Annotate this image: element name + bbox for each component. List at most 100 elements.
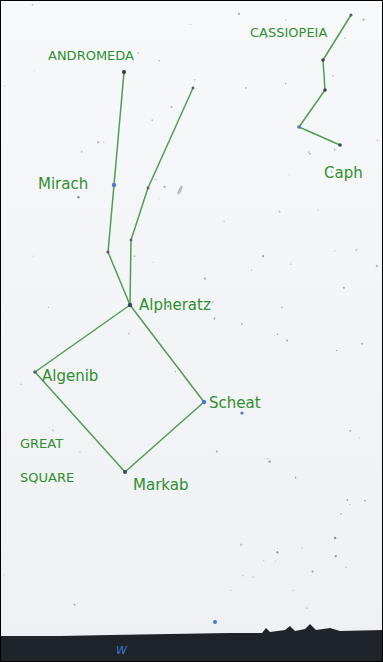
faint-star [52,429,54,431]
faint-star [33,256,34,257]
faint-star [171,106,173,108]
faint-star [238,13,240,15]
faint-star [276,551,278,553]
faint-star [285,19,286,20]
faint-star [211,301,213,303]
faint-star [301,548,302,549]
faint-star [164,186,166,188]
star [321,58,325,62]
constellation-lines [35,15,351,472]
star [297,125,301,129]
faint-star [194,79,195,80]
faint-star [137,52,138,53]
faint-star [295,477,297,479]
star-name: Markab [133,476,188,494]
faint-star [214,317,216,319]
faint-star [289,174,290,175]
star-name: Caph [324,164,363,182]
constellation-name: ANDROMEDA [48,47,134,65]
faint-star [332,75,333,76]
star [147,187,150,190]
faint-star [77,196,79,198]
compass-direction: W [116,642,127,660]
star [349,13,352,16]
star [123,470,127,474]
faint-star [103,141,104,142]
star [33,370,37,374]
faint-star [377,139,379,141]
faint-stars [3,4,378,609]
faint-star [275,560,276,561]
faint-star [345,566,347,568]
faint-star [344,37,346,39]
faint-star [285,83,286,84]
star [323,88,327,92]
star [128,303,132,307]
faint-star [359,437,360,438]
star [192,87,195,90]
bright-stars [33,13,352,624]
faint-star [4,85,6,87]
faint-star [155,179,157,181]
faint-star [355,249,357,251]
constellation-name: CASSIOPEIA [250,24,327,42]
star [122,70,126,74]
faint-star [334,250,335,251]
faint-star [361,343,363,345]
faint-star [216,451,218,453]
andromeda-line [108,72,130,305]
star [338,143,342,147]
faint-star [175,371,176,372]
faint-star [241,323,243,325]
faint-star [311,570,313,572]
faint-star [74,604,76,606]
galaxy [177,185,184,195]
faint-star [268,460,270,462]
faint-star [310,153,312,155]
faint-star [335,555,337,557]
faint-star [279,211,281,213]
faint-star [349,504,350,505]
faint-star [152,262,153,263]
star-name: Mirach [38,175,88,193]
faint-star [81,151,83,153]
faint-star [242,575,243,576]
faint-star [364,500,366,502]
faint-star [34,71,35,72]
faint-star [346,499,348,501]
faint-star [277,548,278,549]
asterism-name: GREAT SQUARE [20,427,104,495]
star [130,239,133,242]
faint-star [317,209,318,210]
faint-star [79,452,80,453]
star [112,183,116,187]
faint-star [281,306,283,308]
faint-star [267,458,269,460]
horizon-silhouette [0,624,383,662]
faint-star [97,141,99,143]
faint-star [240,544,242,546]
faint-star [334,149,336,151]
faint-star [334,537,336,539]
star-name: Algenib [42,367,98,385]
faint-star [134,255,136,257]
faint-star [204,278,206,280]
faint-star [230,590,231,591]
faint-star [128,333,130,335]
faint-star [263,560,264,561]
faint-star [286,340,288,342]
faint-star [376,265,378,267]
faint-star [336,350,337,351]
faint-star [20,384,21,385]
faint-star [190,24,191,25]
faint-star [349,430,351,432]
faint-star [245,87,247,89]
star-name: Scheat [209,394,261,412]
faint-star [252,576,254,578]
star-name: Alpheratz [139,296,211,314]
andromeda-line [130,88,193,305]
